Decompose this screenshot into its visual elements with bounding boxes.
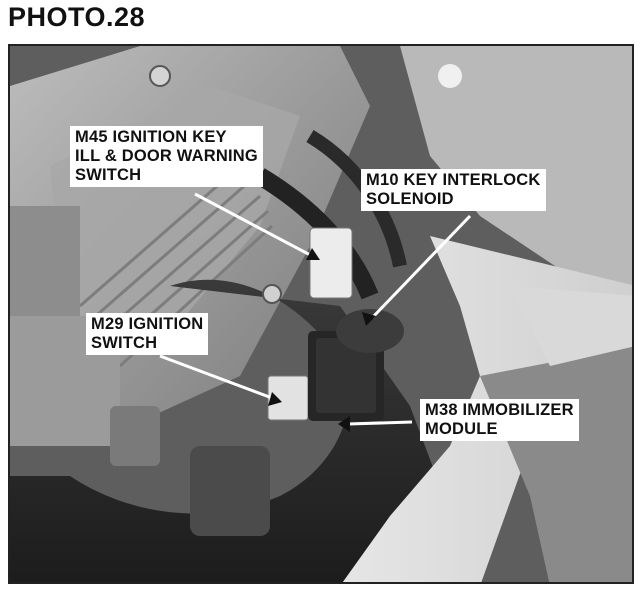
callout-m29-ignition-switch: M29 IGNITION SWITCH bbox=[86, 313, 209, 355]
callout-m45-ignition-key-switch: M45 IGNITION KEY ILL & DOOR WARNING SWIT… bbox=[70, 126, 263, 187]
callout-m10-key-interlock-solenoid: M10 KEY INTERLOCK SOLENOID bbox=[361, 169, 546, 211]
callout-m38-immobilizer-module: M38 IMMOBILIZER MODULE bbox=[420, 399, 579, 441]
engine-bay-photo: M45 IGNITION KEY ILL & DOOR WARNING SWIT… bbox=[8, 44, 634, 584]
photo-caption: PHOTO.28 bbox=[8, 2, 146, 32]
